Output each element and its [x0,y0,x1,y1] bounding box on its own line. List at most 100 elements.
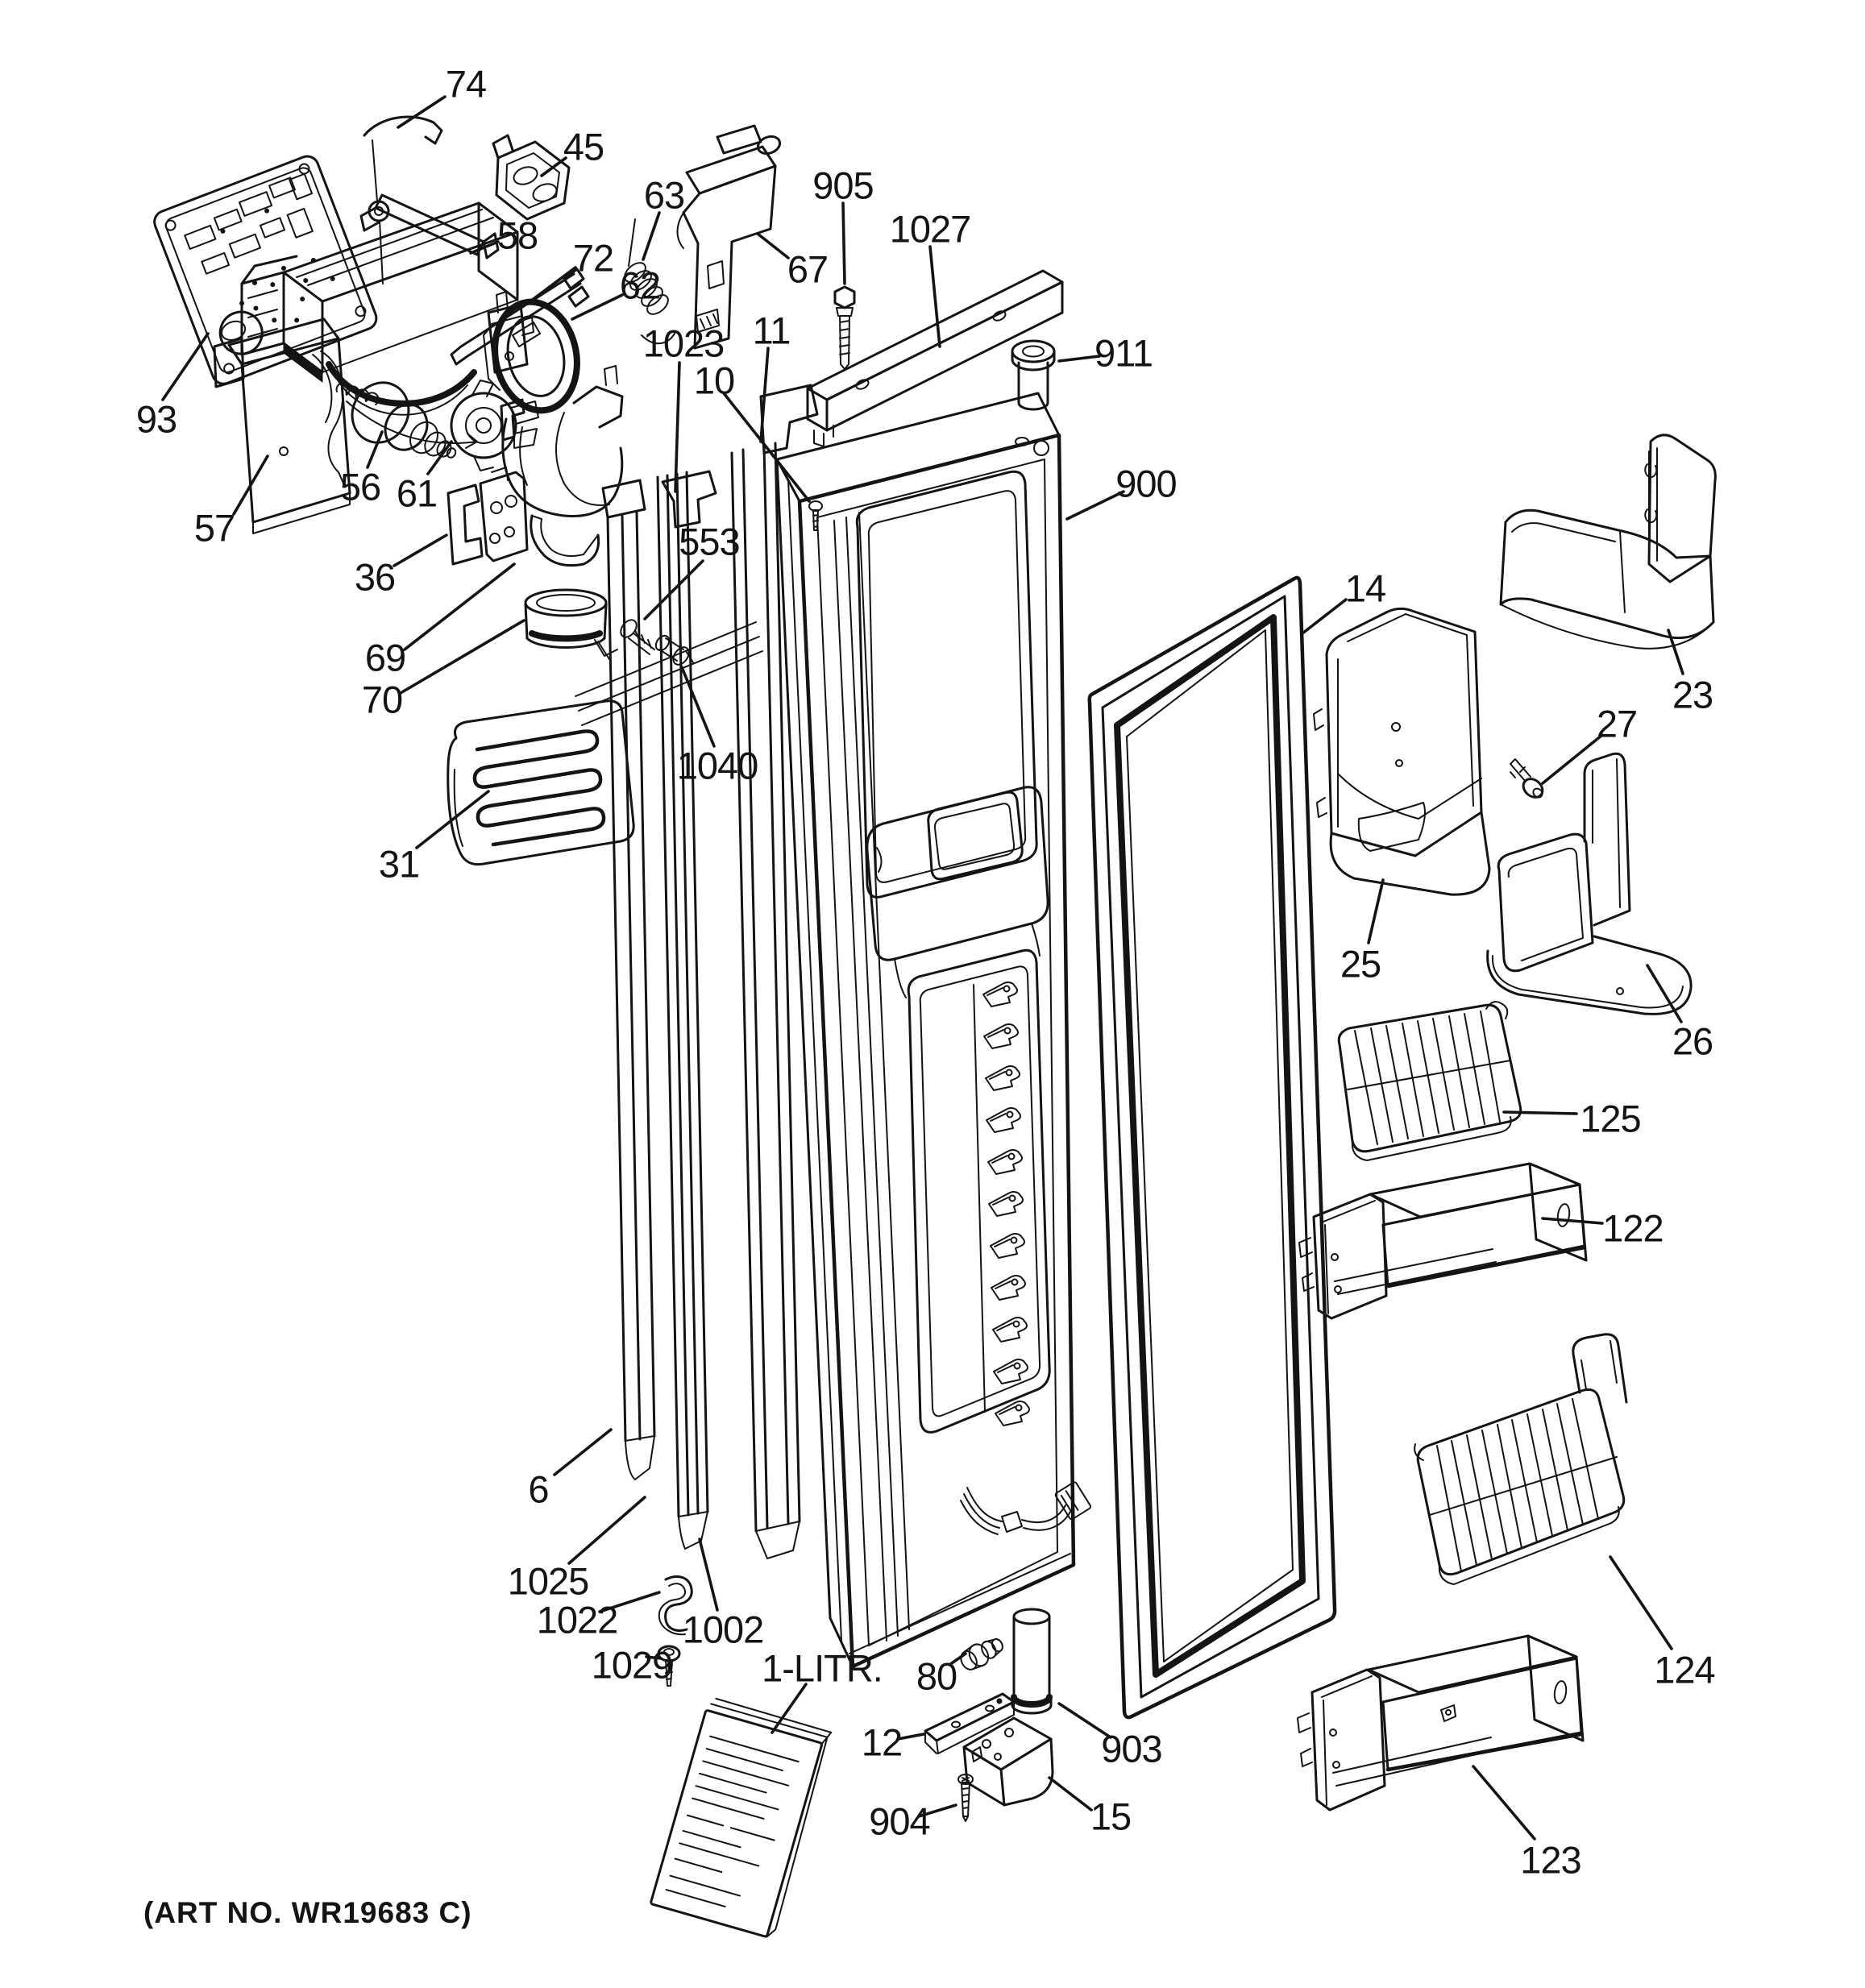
screw-904 [957,1774,974,1822]
callout-14: 14 [1345,567,1385,610]
leader-69 [403,562,516,651]
callout-31: 31 [379,843,419,886]
callout-905: 905 [812,164,873,207]
callout-67: 67 [787,248,828,291]
callout-1025: 1025 [508,1560,589,1603]
leader-72 [529,266,577,303]
callout-12: 12 [862,1721,902,1764]
funnel-guide [500,365,624,517]
callout-57: 57 [194,507,235,550]
callout-69: 69 [365,637,405,679]
leader-63 [642,211,661,261]
icemaker-assembly [213,115,782,866]
rail-1002-11 [730,384,819,1559]
callout-56: 56 [340,466,380,508]
leader-553 [643,559,704,620]
end-cap-23 [1499,434,1717,650]
housing-box-57 [227,317,351,534]
leader-1025 [567,1496,646,1565]
leader-6 [553,1428,613,1476]
callout-1029: 1029 [592,1644,673,1687]
leader-1040 [680,666,716,748]
callout-900: 900 [1115,463,1176,505]
collar-70 [524,588,618,660]
callout-36: 36 [355,556,395,599]
leader-45 [540,156,567,177]
clip-1022 [658,1575,693,1636]
callouts: 7445587263679051027621110231091190093575… [136,63,1716,1882]
wire-basket-124 [1414,1333,1628,1585]
bolt-905 [833,285,856,370]
control-board [153,155,378,385]
bracket-45 [492,134,571,221]
leader-67 [756,232,790,259]
screw-553 [620,619,655,655]
leader-27 [1541,733,1604,785]
leader-62 [571,293,624,321]
callout-58: 58 [497,214,538,257]
leader-23 [1667,629,1684,675]
leader-15 [1048,1776,1093,1812]
bail-arm-74 [363,115,443,284]
door-bin-122 [1298,1162,1588,1320]
leader-1027 [928,245,941,348]
hook-69 [530,514,600,567]
rail-1025 [656,471,709,1550]
callout-74: 74 [446,63,486,106]
water-tubes [575,621,763,726]
leader-123 [1472,1765,1536,1841]
callout-1022: 1022 [537,1599,618,1641]
right-column-parts [1297,434,1717,1812]
callout-10: 10 [694,359,734,402]
leader-1litr [771,1683,808,1734]
callout-125: 125 [1580,1098,1640,1140]
bracket-25 [1313,607,1491,896]
mullion-rails [575,384,823,1687]
leader-903 [1057,1702,1112,1739]
callout-26: 26 [1672,1020,1713,1063]
callout-93: 93 [136,398,177,441]
booklet-1litr [650,1697,833,1938]
callout-62: 62 [620,264,660,307]
screw-1029 [657,1645,681,1687]
bulb-56 [351,381,457,459]
art-number: (ART NO. WR19683 C) [143,1896,472,1929]
top-hardware [806,269,1064,447]
mounting-bar-1027 [806,269,1064,447]
leader-70 [399,619,525,695]
callout-80: 80 [916,1655,957,1698]
bottom-parts [650,1608,1054,1938]
screw-27 [1510,758,1544,799]
callout-63: 63 [644,174,684,217]
leader-904 [917,1803,957,1818]
callout-124: 124 [1654,1649,1714,1691]
callout-123: 123 [1520,1839,1580,1882]
leader-1022 [598,1591,661,1613]
leader-14 [1301,598,1348,635]
callout-15: 15 [1090,1795,1131,1838]
hinge-15 [962,1716,1054,1807]
bracket-36 [447,467,529,566]
leader-31 [415,790,490,849]
callout-23: 23 [1672,674,1713,716]
rail-6 [601,479,656,1480]
leader-25 [1367,878,1385,944]
coupling-80 [960,1638,1003,1671]
wire-harness [960,1481,1092,1535]
leader-905 [841,201,846,285]
callout-904: 904 [869,1800,929,1843]
socket-61 [450,380,539,471]
grille-31 [447,699,635,866]
bin-26 [1486,752,1693,1015]
callout-1027: 1027 [890,208,971,251]
leader-57 [232,454,269,516]
callout-1002: 1002 [683,1608,764,1651]
callout-1023: 1023 [643,322,725,365]
callout-1040: 1040 [677,745,758,787]
pin-1040 [654,634,694,666]
door-gasket-14 [1087,575,1337,1720]
freezer-door-900 [775,392,1092,1669]
callout-45: 45 [563,126,604,168]
